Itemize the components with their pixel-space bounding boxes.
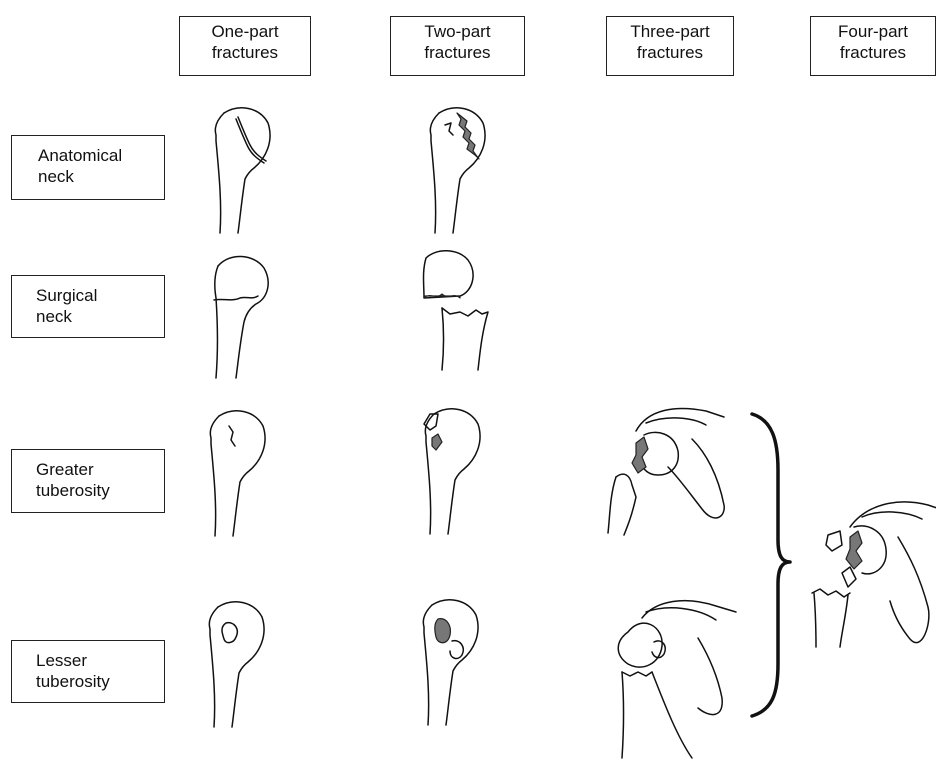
- one-part-greater-tuberosity-humerus: [210, 411, 265, 536]
- one-part-surgical-neck-humerus: [214, 256, 268, 378]
- two-part-surgical-neck-humerus: [424, 251, 489, 370]
- one-part-lesser-tuberosity-humerus: [209, 602, 264, 727]
- two-part-anatomical-neck-humerus: [430, 108, 485, 233]
- four-part-fracture-shoulder: [812, 502, 936, 647]
- one-part-anatomical-neck-humerus: [215, 108, 270, 233]
- three-part-greater-tuberosity-shoulder: [608, 408, 724, 535]
- curly-brace: [752, 414, 790, 716]
- three-part-lesser-tuberosity-shoulder: [618, 601, 736, 758]
- two-part-lesser-tuberosity-humerus: [423, 600, 478, 725]
- two-part-greater-tuberosity-humerus: [424, 409, 480, 534]
